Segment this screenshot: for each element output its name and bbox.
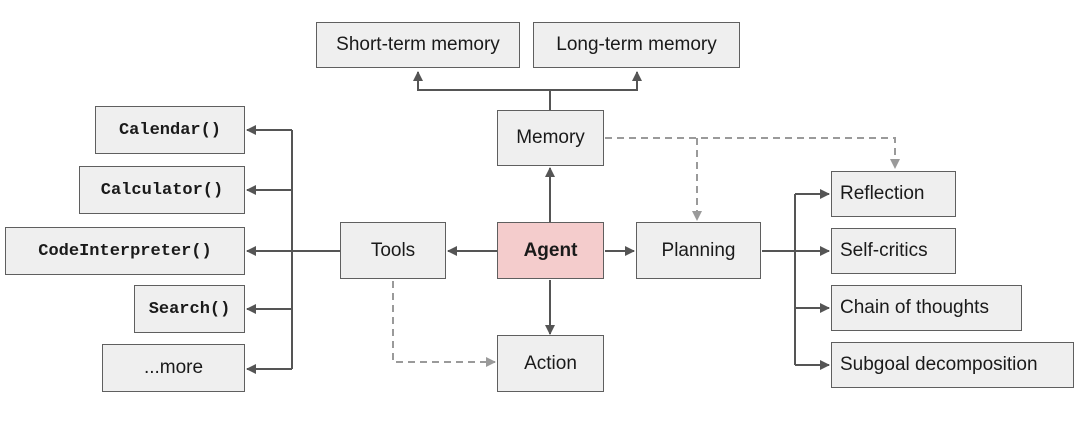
planning-subgoal-decomposition-node: Subgoal decomposition [831,342,1074,388]
tools-node: Tools [340,222,446,279]
action-node: Action [497,335,604,392]
tool-codeinterpreter-node: CodeInterpreter() [5,227,245,275]
edge-memory-branch [413,71,551,110]
tool-search-node: Search() [134,285,245,333]
short-term-memory-node: Short-term memory [316,22,520,68]
edge-memory-reflection-dashed [605,137,900,169]
planning-node: Planning [636,222,761,279]
edge-planning-trunk [762,194,796,365]
memory-node: Memory [497,110,604,166]
tool-calendar-node: Calendar() [95,106,245,154]
planning-reflection-node: Reflection [831,171,956,217]
planning-selfcritics-node: Self-critics [831,228,956,274]
tool-calculator-node: Calculator() [79,166,245,214]
agent-node: Agent [497,222,604,279]
planning-chain-of-thoughts-node: Chain of thoughts [831,285,1022,331]
edge-tools-trunk [291,130,340,369]
edge-memory-long-term [550,71,642,91]
tool-more-node: ...more [102,344,245,392]
long-term-memory-node: Long-term memory [533,22,740,68]
edge-tools-action-dashed [392,281,496,367]
